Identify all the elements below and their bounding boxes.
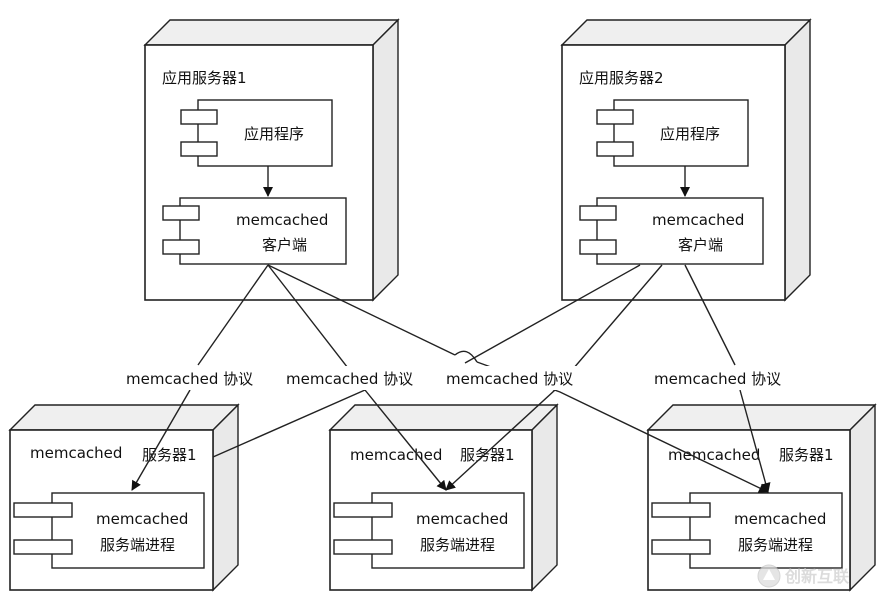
watermark-text: 创新互联 bbox=[784, 567, 849, 586]
watermark-logo: 创新互联 bbox=[757, 564, 849, 588]
conn-client1-to-mc1 bbox=[197, 264, 269, 366]
conn-client1-to-mc1-arrow bbox=[131, 389, 191, 491]
app-server-2-title: 应用服务器2 bbox=[579, 69, 664, 87]
conn-client1-to-mc3-hop bbox=[454, 350, 478, 363]
mc-server-2-title-b: 服务器1 bbox=[460, 446, 515, 464]
conn-client2-to-mc1 bbox=[464, 264, 641, 364]
protocol-label-4-text: memcached 协议 bbox=[654, 370, 781, 388]
mc-server-2-proc-line1: memcached bbox=[416, 510, 508, 528]
app-server-2-program-component: 应用程序 bbox=[596, 99, 749, 167]
mc-server-2-process-component: memcached 服务端进程 bbox=[333, 492, 525, 569]
mc-server-3-title-b: 服务器1 bbox=[779, 446, 834, 464]
mc-server-2-proc-line2: 服务端进程 bbox=[420, 536, 495, 554]
mc-server-1-title-b: 服务器1 bbox=[142, 446, 197, 464]
mc-server-3-proc-line2: 服务端进程 bbox=[738, 536, 813, 554]
conn-client1-to-mc3 bbox=[267, 264, 456, 356]
mc-server-3-process-component: memcached 服务端进程 bbox=[651, 492, 843, 569]
app-server-1-client-component: memcached 客户端 bbox=[162, 197, 347, 265]
app-server-2-client-line1: memcached bbox=[652, 211, 744, 229]
conn-client2-to-mc3-arrow bbox=[739, 389, 771, 493]
mc-server-1-proc-line1: memcached bbox=[96, 510, 188, 528]
mc-server-1-process-component: memcached 服务端进程 bbox=[13, 492, 205, 569]
mc-server-3-proc-line1: memcached bbox=[734, 510, 826, 528]
protocol-label-1: memcached 协议 bbox=[122, 366, 274, 390]
mc-server-1-proc-line2: 服务端进程 bbox=[100, 536, 175, 554]
mc-server-3-title-a: memcached bbox=[668, 446, 760, 464]
app-server-1-title: 应用服务器1 bbox=[162, 69, 247, 87]
protocol-label-2: memcached 协议 bbox=[282, 366, 434, 390]
protocol-label-3: memcached 协议 bbox=[442, 366, 594, 390]
app-server-1-client-line2: 客户端 bbox=[262, 236, 307, 254]
protocol-label-4: memcached 协议 bbox=[650, 366, 802, 390]
mc-server-1-title-a: memcached bbox=[30, 444, 122, 462]
conn-client2-to-mc1-cont bbox=[212, 389, 366, 458]
app-server-1-client-line1: memcached bbox=[236, 211, 328, 229]
protocol-label-2-text: memcached 协议 bbox=[286, 370, 413, 388]
conn-client2-to-mc3 bbox=[684, 264, 736, 366]
app-server-2-program-label: 应用程序 bbox=[660, 125, 720, 143]
app-server-1-program-component: 应用程序 bbox=[180, 99, 333, 167]
app-server-1-program-label: 应用程序 bbox=[244, 125, 304, 143]
mc-server-2-title-a: memcached bbox=[350, 446, 442, 464]
app-server-2-client-line2: 客户端 bbox=[678, 236, 723, 254]
protocol-label-3-text: memcached 协议 bbox=[446, 370, 573, 388]
app-server-2-client-component: memcached 客户端 bbox=[579, 197, 764, 265]
protocol-label-1-text: memcached 协议 bbox=[126, 370, 253, 388]
